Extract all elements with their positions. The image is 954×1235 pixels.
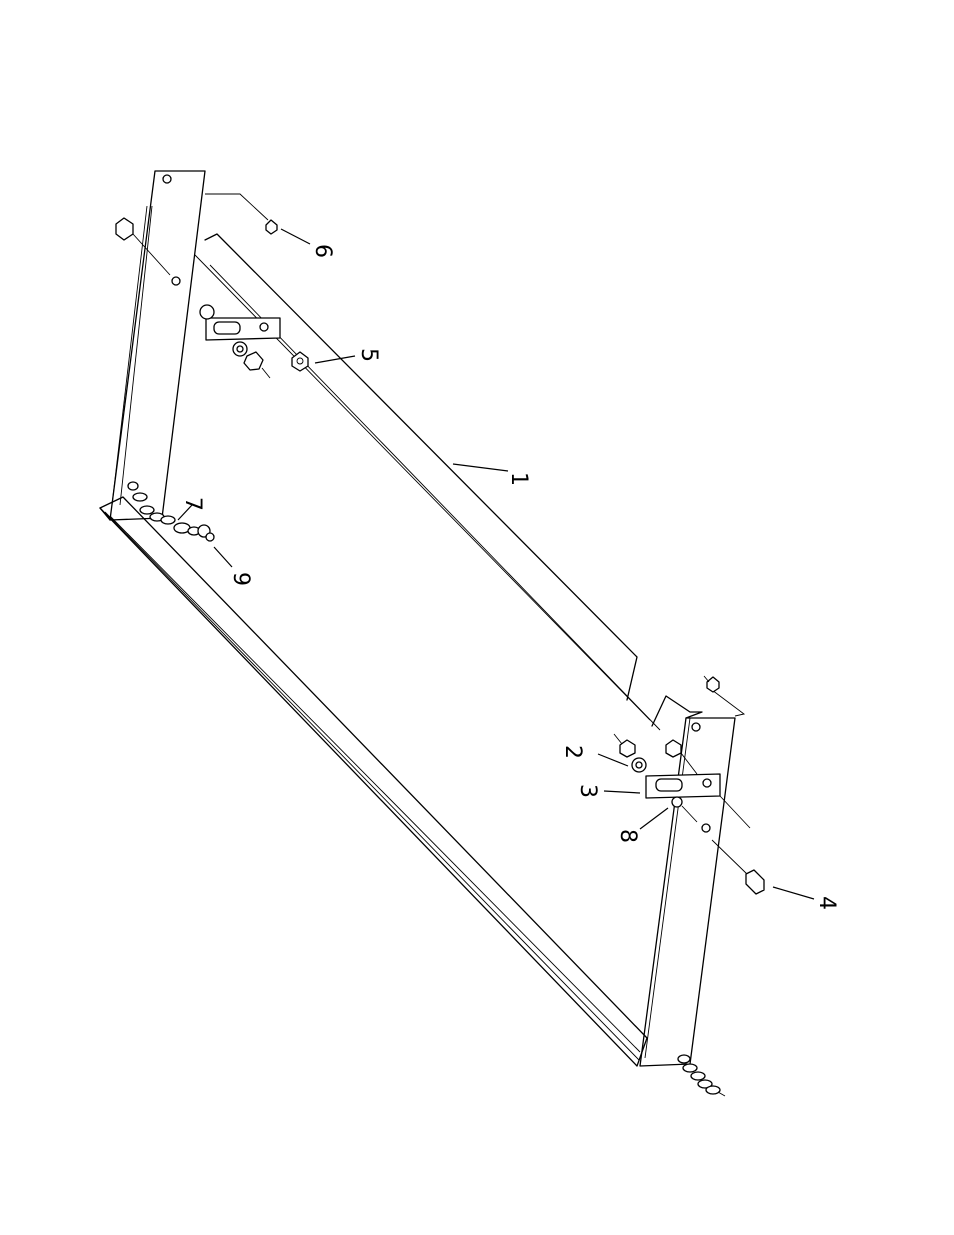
bolt-icon <box>746 870 764 894</box>
frame-assembly <box>100 171 744 1066</box>
left-chain-assembly <box>128 482 214 541</box>
nut-icon <box>620 740 635 757</box>
callout-1: 1 <box>506 472 531 486</box>
callout-9: 9 <box>228 572 253 586</box>
callout-7: 7 <box>180 497 205 511</box>
callout-8: 8 <box>615 829 640 843</box>
nut-icon <box>292 352 308 371</box>
callout-3: 3 <box>575 784 600 798</box>
nut-icon <box>266 220 277 234</box>
upper-left-hardware <box>116 218 308 378</box>
frame-lower-bar <box>100 497 647 1066</box>
callout-2: 2 <box>560 745 585 759</box>
callout-4: 4 <box>814 896 839 910</box>
callout-6: 6 <box>310 244 335 258</box>
callout-5: 5 <box>356 348 381 362</box>
frame-right-upright <box>640 718 735 1066</box>
lower-right-hardware <box>614 676 764 1096</box>
bolt-icon <box>116 218 133 240</box>
frame-back-panel <box>205 234 637 700</box>
